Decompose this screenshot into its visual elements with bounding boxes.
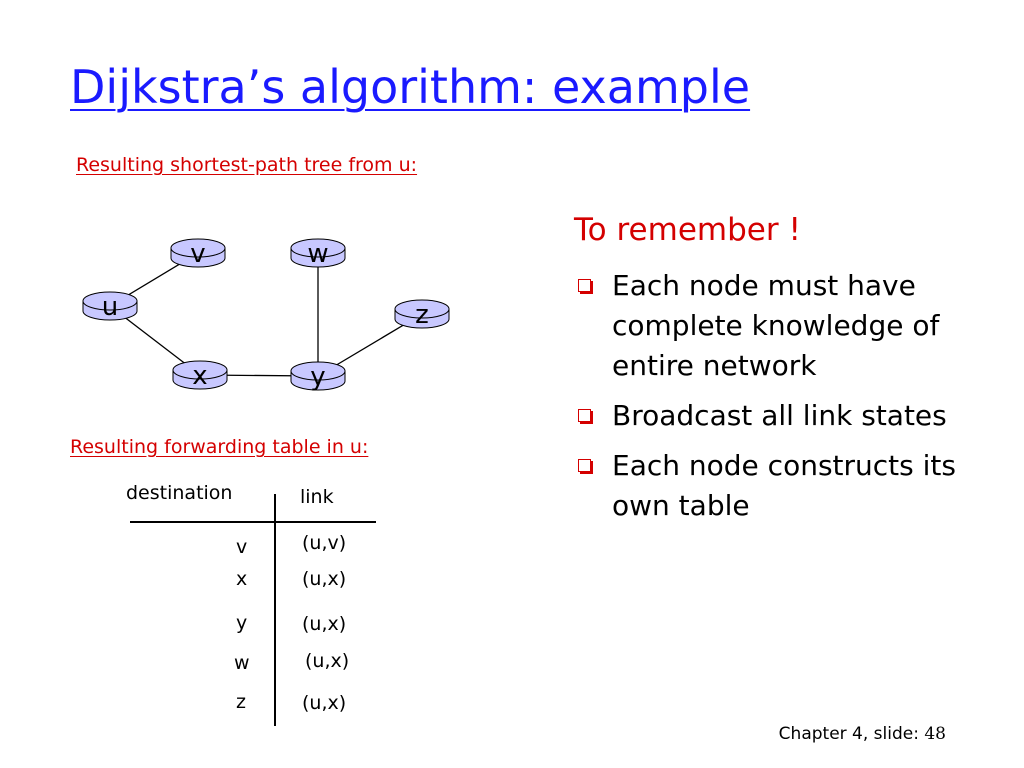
router-top xyxy=(394,299,450,319)
bullet-text: Each node must have complete knowledge o… xyxy=(612,269,940,382)
table-row-destination: z xyxy=(236,691,246,713)
node-label: y xyxy=(310,362,325,392)
node-label: u xyxy=(102,292,118,322)
router-top xyxy=(82,291,138,311)
table-row-destination: w xyxy=(234,652,250,674)
router-node-u: u xyxy=(82,291,138,322)
router-node-x: x xyxy=(172,360,228,391)
table-row-link: (u,x) xyxy=(302,568,347,590)
square-bullet-icon xyxy=(578,279,591,292)
square-bullet-icon xyxy=(578,409,591,422)
table-row-link: (u,x) xyxy=(302,692,347,714)
tree-caption: Resulting shortest-path tree from u: xyxy=(76,154,418,176)
bullet-text: Broadcast all link states xyxy=(612,399,947,432)
slide-footer: Chapter 4, slide: 48 xyxy=(779,724,946,744)
router-node-y: y xyxy=(290,361,346,392)
router-top xyxy=(290,238,346,258)
router-node-w: w xyxy=(290,238,346,269)
table-header-divider xyxy=(130,521,376,523)
table-column-divider xyxy=(274,494,276,726)
node-label: z xyxy=(415,300,429,330)
router-top xyxy=(170,238,226,258)
bullet-item: Each node must have complete knowledge o… xyxy=(574,266,994,386)
router-node-z: z xyxy=(394,299,450,330)
remember-heading: To remember ! xyxy=(574,212,801,248)
footer-label: Chapter 4, slide: xyxy=(778,724,919,744)
square-bullet-icon xyxy=(578,459,591,472)
router-top xyxy=(290,361,346,381)
table-row-destination: y xyxy=(236,612,248,634)
router-top xyxy=(172,360,228,380)
table-row-link: (u,v) xyxy=(302,532,347,554)
node-label: w xyxy=(307,239,328,269)
slide-number: 48 xyxy=(924,724,946,744)
bullet-text: Each node constructs its own table xyxy=(612,449,956,522)
table-row-link: (u,x) xyxy=(305,650,350,672)
slide-title: Dijkstra’s algorithm: example xyxy=(70,60,751,114)
table-caption: Resulting forwarding table in u: xyxy=(70,436,369,458)
bullet-item: Broadcast all link states xyxy=(574,396,994,436)
table-row-destination: v xyxy=(236,536,248,558)
router-node-v: v xyxy=(170,238,226,269)
bullet-item: Each node constructs its own table xyxy=(574,446,994,526)
remember-bullet-list: Each node must have complete knowledge o… xyxy=(574,266,994,536)
table-row-link: (u,x) xyxy=(302,613,347,635)
table-header-destination: destination xyxy=(126,482,233,504)
table-header-link: link xyxy=(300,486,334,508)
node-label: x xyxy=(192,361,207,391)
table-row-destination: x xyxy=(236,568,248,590)
node-label: v xyxy=(190,239,205,269)
